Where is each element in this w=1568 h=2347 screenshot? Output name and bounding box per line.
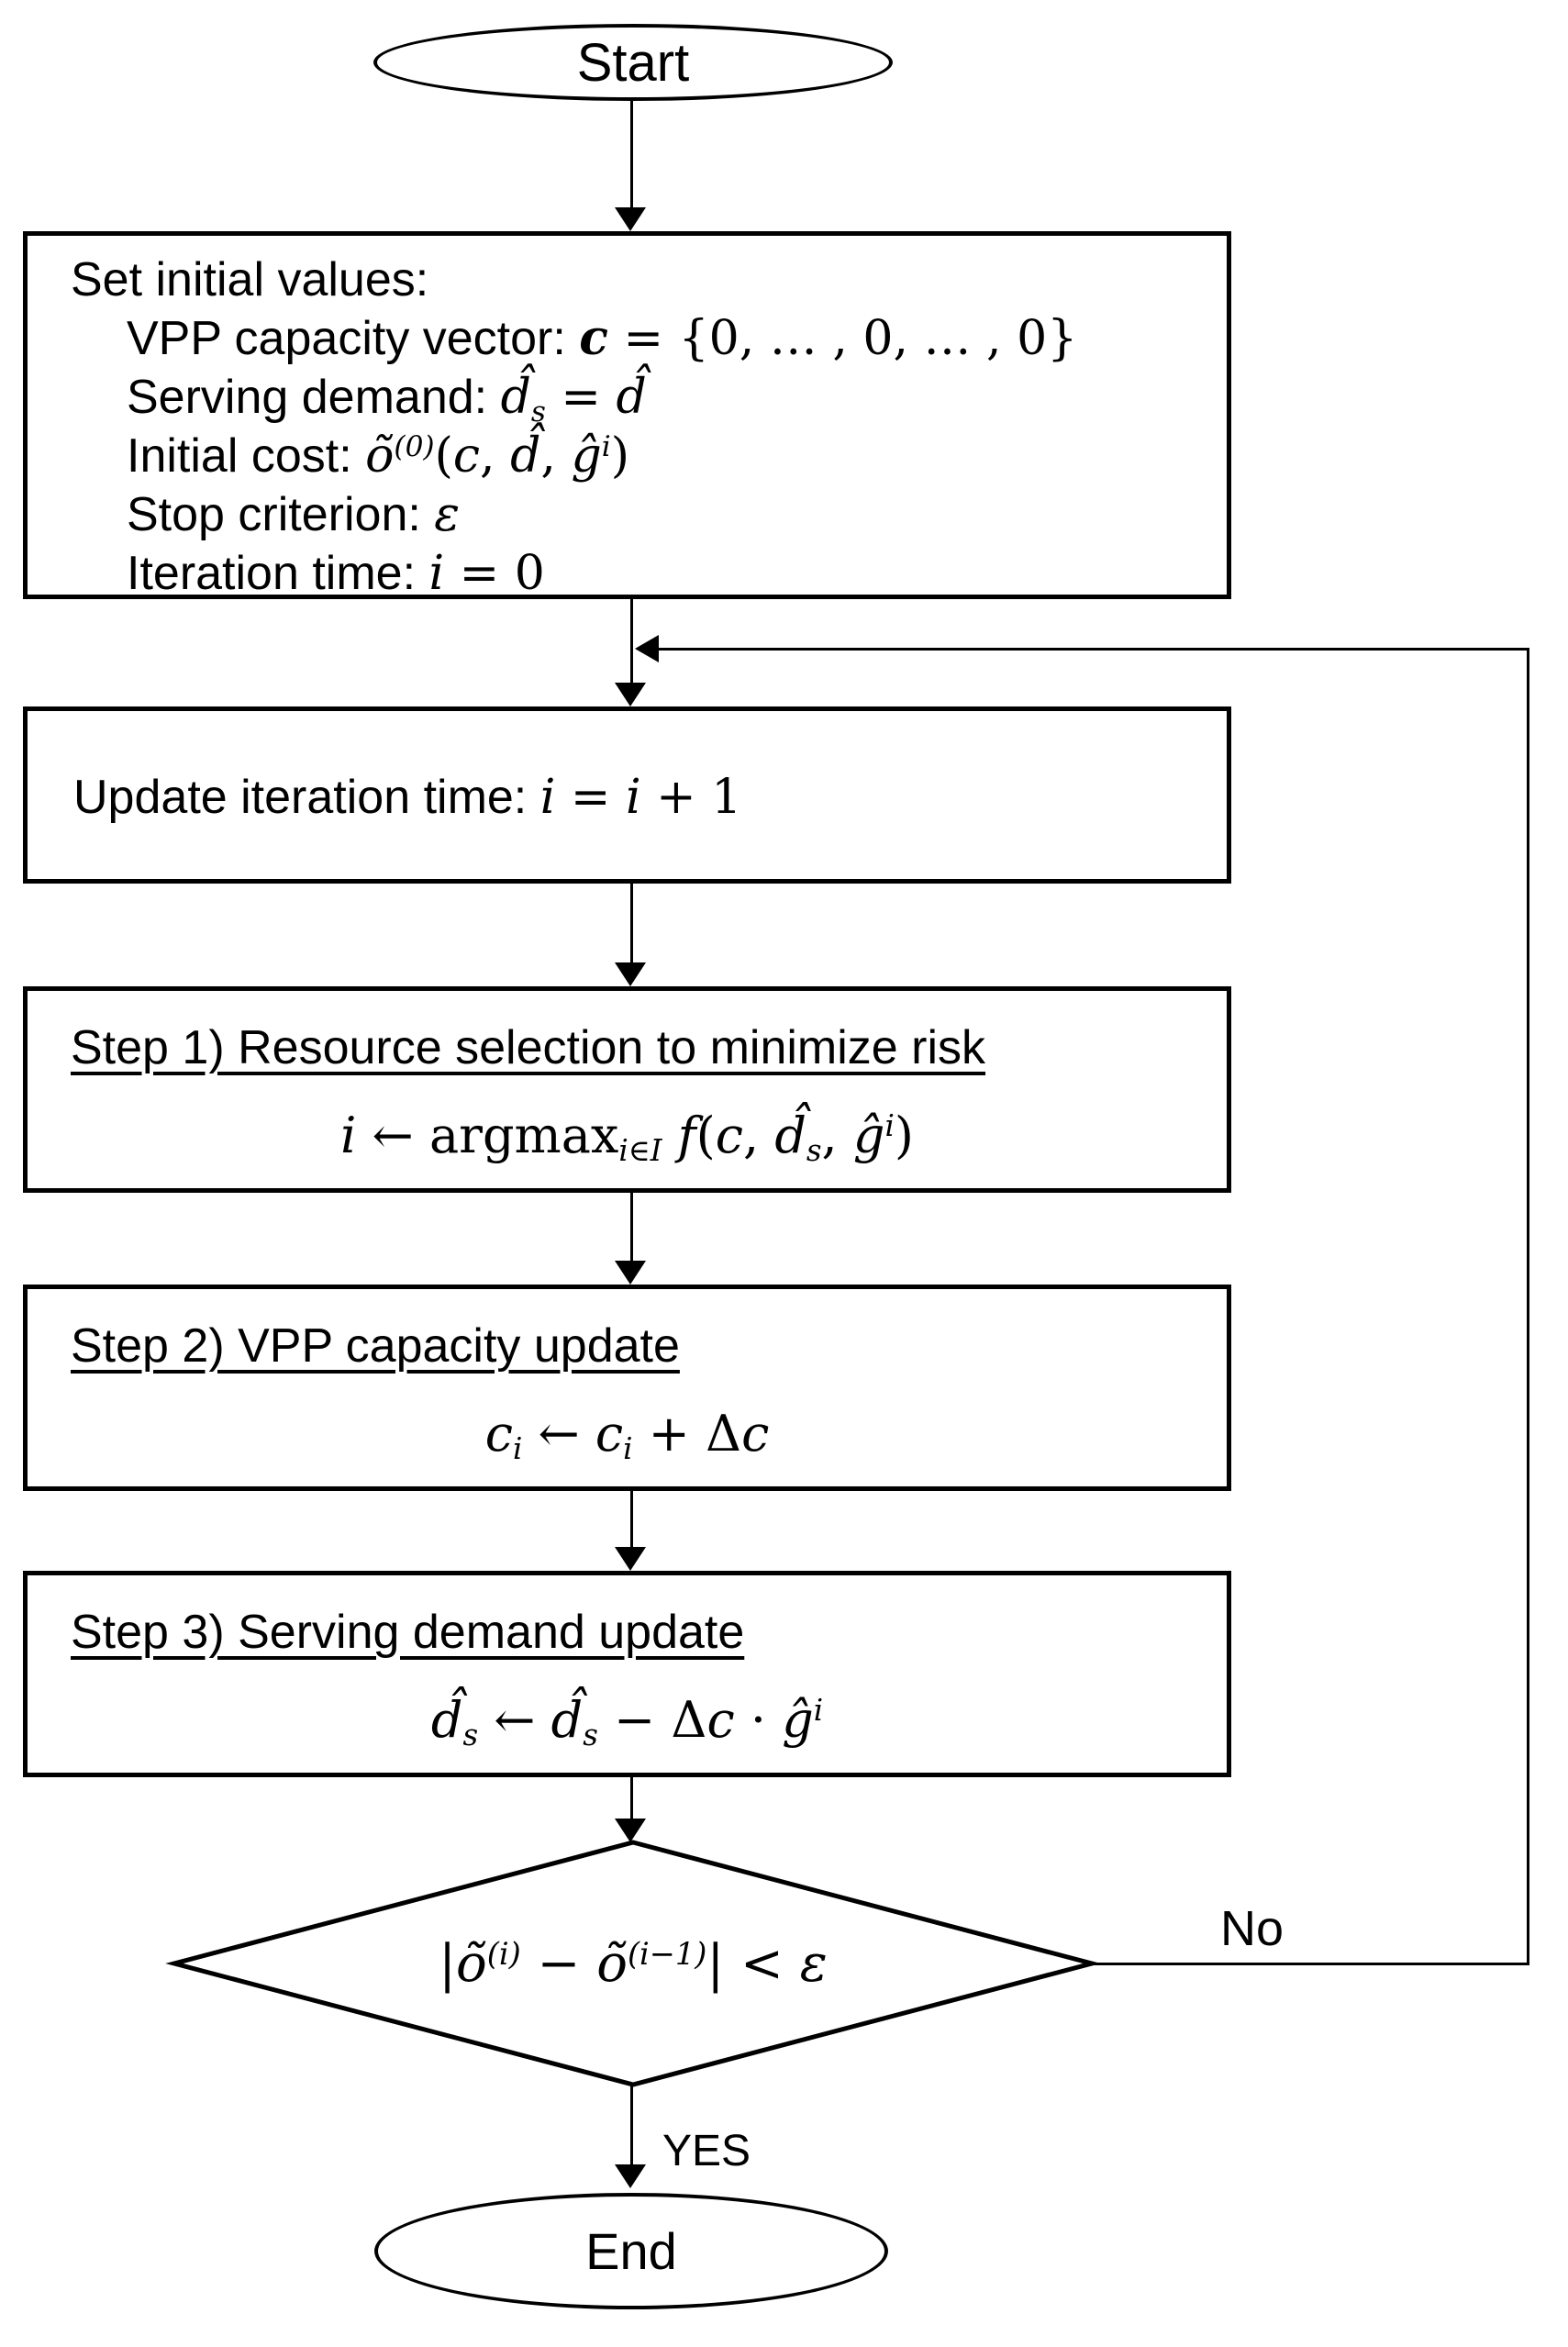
step3-title: Step 3) Serving demand update — [71, 1606, 745, 1659]
init-heading: Set initial values: — [71, 253, 429, 306]
connector-step2-to-step3 — [630, 1491, 633, 1547]
arrowhead-down-icon — [615, 1819, 646, 1842]
arrowhead-down-icon — [615, 1261, 646, 1285]
arrowhead-left-icon — [635, 635, 659, 662]
connector-decision-to-end — [630, 2085, 633, 2164]
decision-formula: |õ(i) − õ(i−1)| < ε — [439, 1934, 828, 1994]
end-terminator: End — [374, 2193, 888, 2309]
initial-cost-math: õ(0)(c, d̂, ĝi) — [365, 428, 630, 484]
stop-criterion-math: ε — [434, 487, 461, 542]
step2-formula: ci ← ci + Δc — [484, 1405, 770, 1467]
iteration-time-math: i = 0 — [428, 546, 545, 601]
start-label: Start — [576, 32, 690, 93]
arrowhead-down-icon — [615, 683, 646, 706]
init-item-iteration-time: Iteration time: i = 0 — [127, 546, 545, 601]
update-iteration-math: i = i + 1 — [539, 770, 742, 825]
feedback-line-bottom — [1092, 1963, 1529, 1965]
update-iteration-box: Update iteration time: i = i + 1 — [23, 706, 1231, 884]
connector-update-to-step1 — [630, 884, 633, 962]
end-label: End — [585, 2222, 677, 2280]
connector-start-to-init — [630, 99, 633, 209]
step1-box: Step 1) Resource selection to minimize r… — [23, 986, 1231, 1193]
start-terminator: Start — [373, 24, 893, 101]
connector-step1-to-step2 — [630, 1193, 633, 1261]
yes-edge-label: YES — [662, 2127, 751, 2175]
step2-title: Step 2) VPP capacity update — [71, 1319, 680, 1373]
decision-diamond-shape — [165, 1840, 1101, 2087]
init-item-stop-criterion: Stop criterion: ε — [127, 487, 461, 542]
step3-formula: d̂s ← d̂s − Δc · ĝi — [430, 1691, 824, 1753]
init-item-vpp-capacity: VPP capacity vector: c = {0, … , 0, … , … — [127, 310, 1078, 366]
step2-box: Step 2) VPP capacity update ci ← ci + Δc — [23, 1285, 1231, 1491]
arrowhead-down-icon — [615, 207, 646, 231]
step1-formula: i ← argmaxi∈I f(c, d̂s, ĝi) — [340, 1107, 914, 1169]
init-item-serving-demand: Serving demand: d̂s = d̂ — [127, 370, 647, 428]
no-edge-label: No — [1220, 1901, 1284, 1956]
vpp-capacity-math: c = {0, … , 0, … , 0} — [579, 310, 1078, 366]
arrowhead-down-icon — [615, 962, 646, 986]
decision-diamond — [165, 1840, 1101, 2087]
step1-title: Step 1) Resource selection to minimize r… — [71, 1021, 986, 1074]
connector-step3-to-decision — [630, 1777, 633, 1819]
update-iteration-text: Update iteration time: i = i + 1 — [73, 770, 742, 825]
serving-demand-math: d̂s = d̂ — [500, 370, 647, 428]
connector-init-to-update — [630, 599, 633, 683]
arrowhead-down-icon — [615, 2164, 646, 2188]
arrowhead-down-icon — [615, 1547, 646, 1571]
init-item-initial-cost: Initial cost: õ(0)(c, d̂, ĝi) — [127, 428, 630, 484]
step3-box: Step 3) Serving demand update d̂s ← d̂s … — [23, 1571, 1231, 1777]
feedback-line-right — [1527, 648, 1529, 1963]
init-box: Set initial values: VPP capacity vector:… — [23, 231, 1231, 601]
feedback-line-top — [659, 648, 1529, 651]
